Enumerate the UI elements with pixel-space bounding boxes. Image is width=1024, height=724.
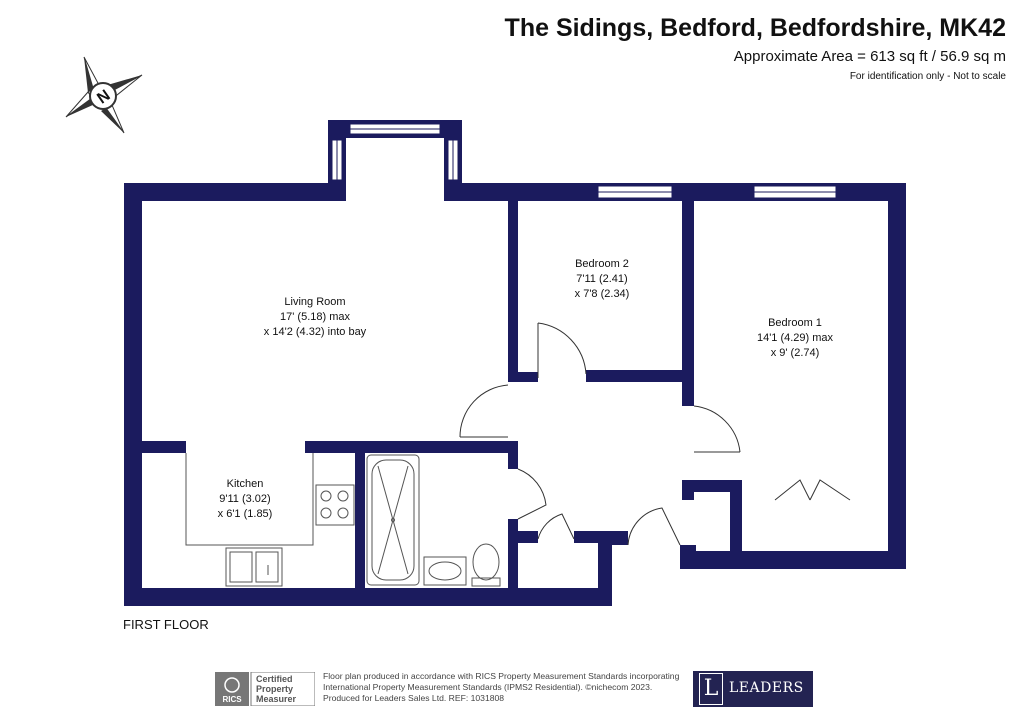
bathroom-fixtures [366, 454, 501, 587]
door-swings [459, 322, 851, 546]
footer-line: Floor plan produced in accordance with R… [323, 671, 680, 681]
leaders-logo: L LEADERS [693, 671, 813, 707]
bedroom2-dim2: x 7'8 (2.34) [575, 288, 630, 300]
rics-badge-text: RICS [222, 695, 242, 704]
floor-label: FIRST FLOOR [123, 617, 209, 632]
sink-icon [225, 547, 283, 587]
toilet-icon [472, 543, 500, 581]
hob-icon [315, 484, 355, 526]
kitchen-dim2: x 6'1 (1.85) [218, 508, 273, 520]
approximate-area: Approximate Area = 613 sq ft / 56.9 sq m [733, 48, 1006, 65]
kitchen-fixtures [185, 453, 355, 587]
bath-icon [366, 454, 420, 586]
room-labels: Living Room 17' (5.18) max x 14'2 (4.32)… [218, 258, 834, 520]
basin-icon [423, 556, 467, 586]
leaders-logo-initial: L [699, 673, 723, 705]
footer-disclaimer: Floor plan produced in accordance with R… [323, 671, 693, 704]
windows [331, 123, 837, 199]
bedroom1-dim1: 14'1 (4.29) max [757, 332, 834, 344]
rics-certified-logo: RICS Certified Property Measurer [215, 672, 315, 706]
bedroom1-name: Bedroom 1 [768, 317, 822, 329]
bedroom2-name: Bedroom 2 [575, 258, 629, 270]
compass-rose-icon: N [65, 56, 143, 134]
leaders-logo-name: LEADERS [729, 680, 804, 696]
page-title: The Sidings, Bedford, Bedfordshire, MK42 [504, 14, 1006, 42]
living-room-dim2: x 14'2 (4.32) into bay [264, 326, 367, 338]
living-room-dim1: 17' (5.18) max [280, 311, 350, 323]
footer-line: Produced for Leaders Sales Ltd. REF: 103… [323, 693, 505, 703]
kitchen-name: Kitchen [227, 478, 264, 490]
living-room-name: Living Room [284, 296, 345, 308]
rics-line2: Property [256, 684, 293, 694]
rics-line3: Measurer [256, 694, 297, 704]
rics-line1: Certified [256, 674, 293, 684]
footer-line: International Property Measurement Stand… [323, 682, 653, 692]
kitchen-dim1: 9'11 (3.02) [219, 493, 270, 505]
scale-disclaimer: For identification only - Not to scale [849, 71, 1006, 82]
bedroom1-dim2: x 9' (2.74) [771, 347, 820, 359]
bedroom2-dim1: 7'11 (2.41) [576, 273, 627, 285]
